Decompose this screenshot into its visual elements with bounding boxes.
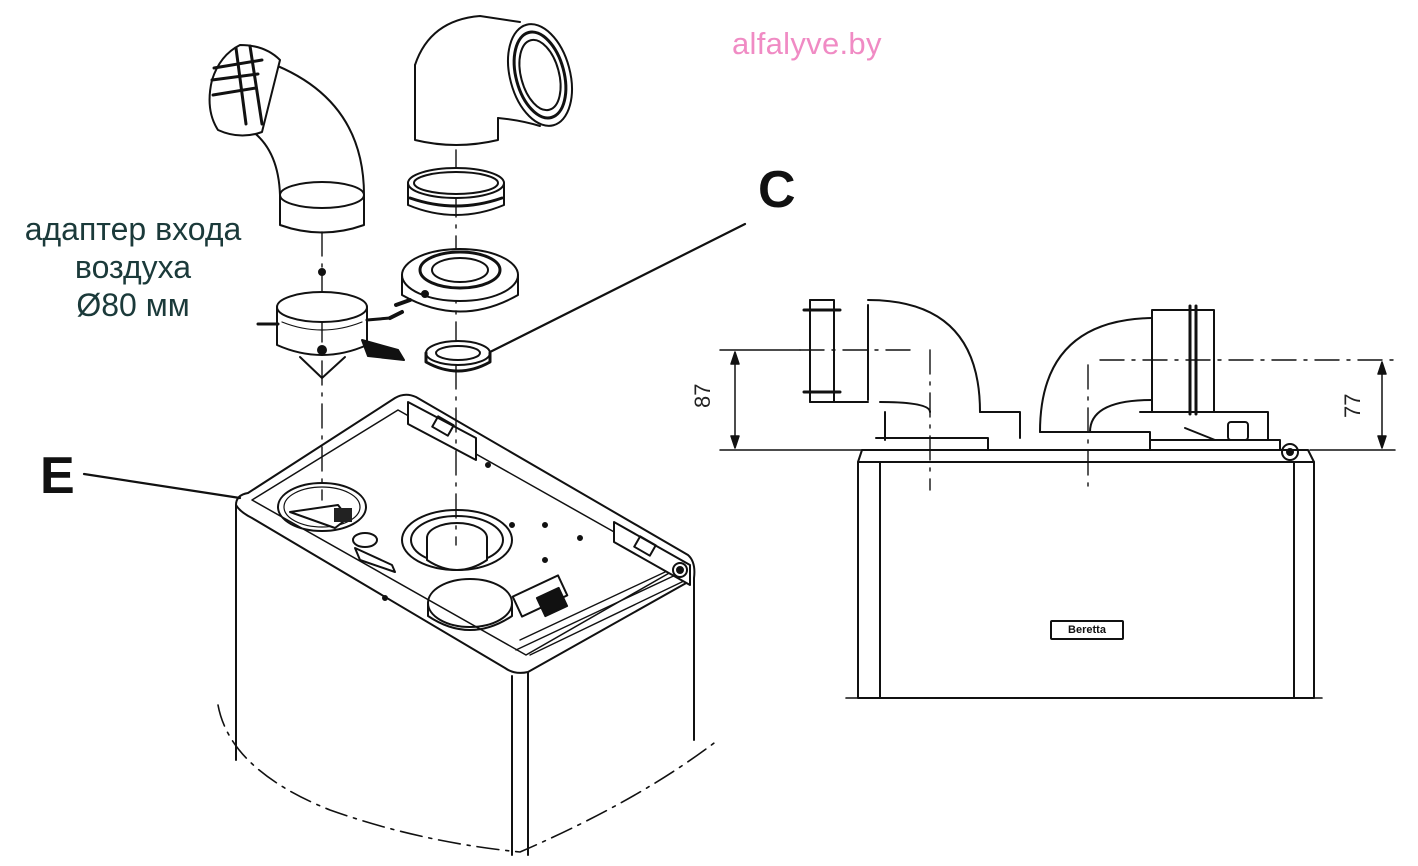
boiler-body <box>235 393 696 856</box>
front-left-elbow <box>809 299 981 441</box>
adapter-label-line-1: адаптер входа <box>24 211 242 247</box>
callout-c-label: C <box>758 161 796 219</box>
fan-housing <box>427 578 513 628</box>
leader-line-e <box>82 472 242 500</box>
boiler-isometric-view <box>217 393 719 856</box>
air-inlet-opening <box>277 482 367 532</box>
callout-e-label: E <box>40 447 75 505</box>
boiler-front-body <box>857 461 1315 699</box>
watermark-text: alfalyve.by <box>732 26 882 61</box>
boiler-front-view <box>719 299 1396 699</box>
seal-ring <box>407 167 505 216</box>
air-inlet-adapter-label: адаптер входа воздуха Ø80 мм <box>4 210 262 324</box>
diaphragm-c <box>424 340 492 373</box>
flue-adapter-flange <box>401 248 519 313</box>
brand-plate: Beretta <box>1050 620 1124 640</box>
dimension-87 <box>719 349 863 451</box>
boiler-base-outline <box>217 704 719 853</box>
front-right-elbow <box>1039 317 1153 433</box>
air-intake-elbow <box>208 44 365 234</box>
air-inlet-adapter <box>256 268 412 379</box>
dimension-77-label: 77 <box>1340 393 1365 418</box>
adapter-label-line-3: Ø80 мм <box>76 287 190 323</box>
adapter-label-line-2: воздуха <box>74 249 192 285</box>
dimension-87-label: 87 <box>690 383 715 408</box>
dimension-77 <box>1309 361 1396 451</box>
flue-elbow <box>414 15 573 146</box>
leader-line-c <box>488 222 747 354</box>
